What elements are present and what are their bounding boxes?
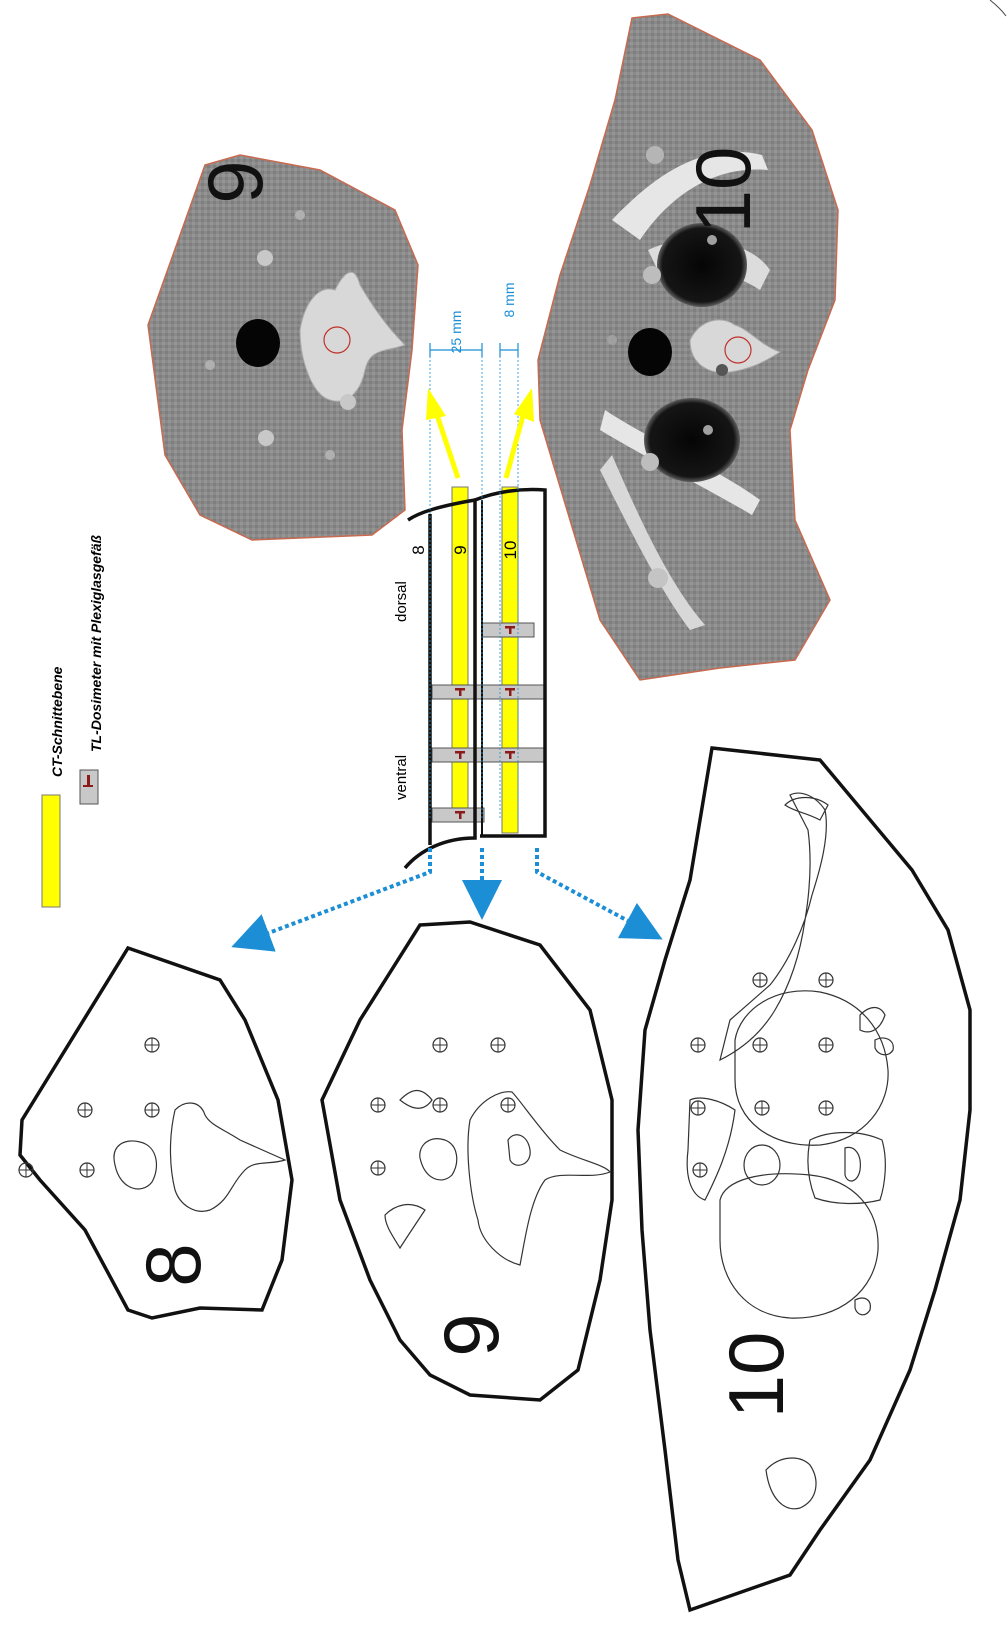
ct-scan-9: 9	[148, 155, 418, 540]
ct-scan-10: 10	[538, 14, 838, 680]
corner-mark	[990, 0, 1006, 16]
legend: CT-Schnittebene TL-Dosimeter mit Plexigl…	[42, 534, 104, 907]
dim-25mm: 25 mm	[448, 311, 464, 354]
legend-yellow-swatch	[42, 795, 60, 907]
ct-plane-9	[452, 487, 468, 819]
side-slice-9: 9	[451, 545, 470, 554]
side-slice-8: 8	[409, 545, 428, 554]
outline-9: 9	[322, 922, 612, 1400]
legend-ct-label: CT-Schnittebene	[49, 666, 65, 777]
outline-8-number: 8	[129, 1243, 217, 1286]
ventral-label: ventral	[393, 755, 410, 800]
dim-8mm: 8 mm	[501, 283, 517, 318]
outline-10: 10	[638, 748, 970, 1610]
ct-plane-10	[502, 487, 518, 833]
ct-scan-10-number: 10	[679, 147, 767, 234]
legend-tld-label: TL-Dosimeter mit Plexiglasgefäß	[88, 534, 104, 752]
outline-8: 8	[19, 948, 292, 1318]
phantom-side-view: 8 9 10 dorsal ventral	[393, 487, 545, 868]
side-slice-10: 10	[501, 541, 520, 560]
dorsal-label: dorsal	[393, 581, 410, 622]
outline-9-number: 9	[427, 1313, 515, 1356]
legend-tld-swatch	[80, 770, 98, 804]
outline-10-number: 10	[712, 1332, 800, 1419]
tld-holders	[432, 623, 544, 822]
ct-scan-9-number: 9	[191, 160, 279, 203]
